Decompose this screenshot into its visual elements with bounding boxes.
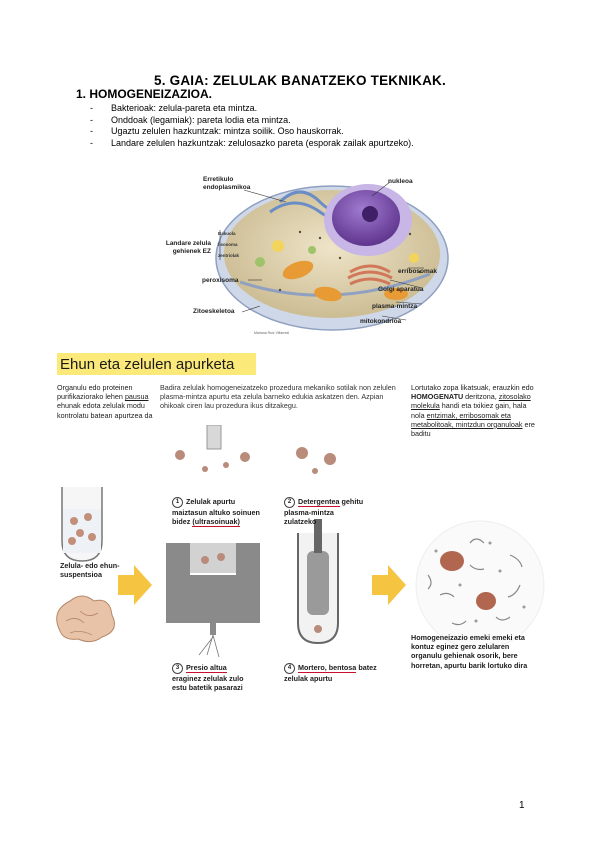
- bullet-list: Bakterioak: zelula-pareta eta mintza. On…: [90, 103, 414, 149]
- label-golgi: Golgi aparatua: [378, 286, 424, 293]
- label-peroxisome: peroxisoma: [202, 277, 239, 284]
- animal-cell-diagram: [215, 181, 449, 331]
- label-vacuole: Bakuola: [218, 231, 236, 236]
- list-item: Onddoak (legamiak): pareta lodia eta min…: [90, 115, 414, 127]
- page-title: 5. GAIA: ZELULAK BANATZEKO TEKNIKAK.: [154, 73, 446, 88]
- section-heading-homogeneization: 1. HOMOGENEIZAZIOA.: [76, 87, 213, 101]
- label-endoplasmic-reticulum: Erretikulo endoplasmikoa: [203, 176, 251, 191]
- page-number: 1: [519, 800, 525, 811]
- label-mitochondrion: mitokondrioa: [360, 318, 402, 325]
- list-item: Bakterioak: zelula-pareta eta mintza.: [90, 103, 414, 115]
- intro-middle-paragraph: Badira zelulak homogeneizatzeko prozedur…: [160, 383, 396, 411]
- label-nucleus: nukleoa: [388, 178, 413, 185]
- homogenization-result-text: Homogeneizazio emeki emeki eta kontuz eg…: [411, 633, 528, 670]
- intro-left-paragraph: Organulu edo proteinen purifikaziorako l…: [57, 383, 153, 420]
- list-item: Ugaztu zelulen hazkuntzak: mintza soilik…: [90, 126, 414, 138]
- label-plant-cells-no: Landare zelula gehienek EZ: [165, 240, 211, 255]
- cell-suspension-tube: [61, 487, 103, 562]
- homogenization-diagram: [56, 425, 545, 658]
- image-credit: Mariana Ruiz Villarreal: [254, 331, 290, 335]
- label-centrioles: zentriolak: [218, 253, 240, 258]
- label-ribosomes: erribosomak: [398, 268, 438, 275]
- tube-label: Zelula- edo ehun-suspentsioa: [60, 561, 120, 580]
- label-plasma-membrane: plasma-mintza: [372, 303, 418, 310]
- heading-highlight: [57, 353, 256, 375]
- section-heading-tissue-breakdown: Ehun eta zelulen apurketa: [60, 356, 235, 373]
- label-lysosome: lisosoma: [218, 242, 238, 247]
- label-cytoskeleton: Zitoeskeletoa: [193, 308, 235, 315]
- list-item: Landare zelulen hazkuntzak: zelulosazko …: [90, 138, 414, 150]
- intro-right-paragraph: Lortutako zopa likatsuak, erauzkin edo H…: [411, 383, 535, 439]
